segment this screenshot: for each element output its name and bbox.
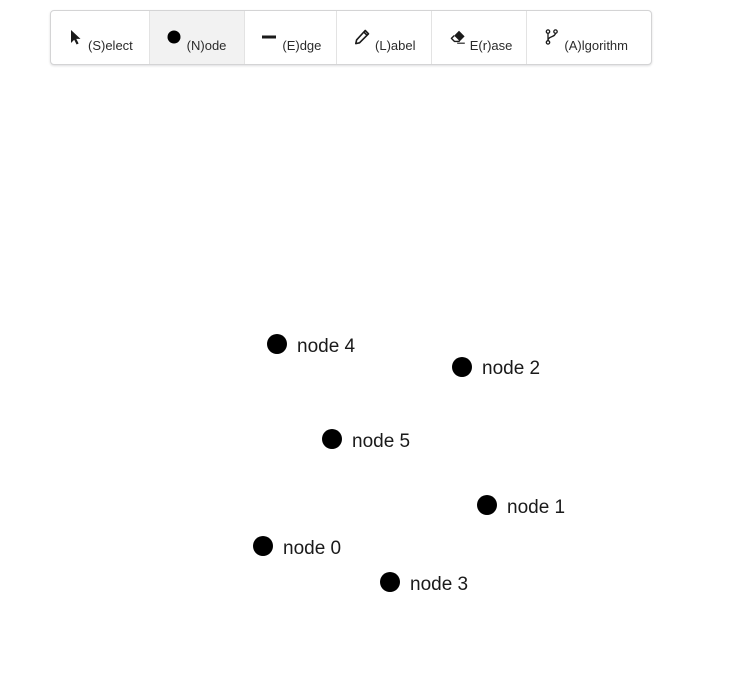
tool-node-label: (N)ode [186, 38, 227, 53]
graph-node[interactable] [380, 572, 400, 592]
tool-label-label: (L)abel [375, 38, 416, 53]
tool-algorithm-button[interactable]: (A)lgorithm [527, 11, 651, 64]
tool-erase-button[interactable]: E(r)ase [432, 11, 528, 64]
graph-node[interactable] [253, 536, 273, 556]
graph-node[interactable] [322, 429, 342, 449]
graph-node[interactable] [477, 495, 497, 515]
circle-dot-icon [167, 30, 181, 44]
tool-edge-button[interactable]: (E)dge [245, 11, 338, 64]
node-label[interactable]: node 5 [352, 431, 411, 452]
node-label[interactable]: node 0 [283, 538, 342, 559]
tool-algorithm-label: (A)lgorithm [564, 38, 628, 53]
tool-edge-label: (E)dge [282, 38, 322, 53]
tool-node-button[interactable]: (N)ode [149, 11, 246, 64]
node-label[interactable]: node 2 [482, 358, 541, 379]
tool-label-button[interactable]: (L)abel [337, 11, 432, 64]
tool-menu: (S)elect (N)ode (E)dge (L)abel E(r)ase [50, 10, 652, 65]
code-branch-icon [546, 29, 559, 45]
node-label[interactable]: node 1 [507, 497, 566, 518]
node-label[interactable]: node 4 [297, 336, 356, 357]
tool-select-button[interactable]: (S)elect [51, 11, 150, 64]
pencil-icon [355, 29, 370, 45]
minus-line-icon [262, 35, 277, 39]
eraser-icon [450, 30, 465, 44]
node-label[interactable]: node 3 [410, 574, 469, 595]
tool-erase-label: E(r)ase [469, 38, 513, 53]
tool-select-label: (S)elect [88, 38, 133, 53]
graph-node[interactable] [267, 334, 287, 354]
graph-node[interactable] [452, 357, 472, 377]
graph-canvas[interactable]: node 4 node 2 node 5 node 1 node 0 node … [0, 70, 752, 693]
cursor-arrow-icon [71, 30, 81, 45]
